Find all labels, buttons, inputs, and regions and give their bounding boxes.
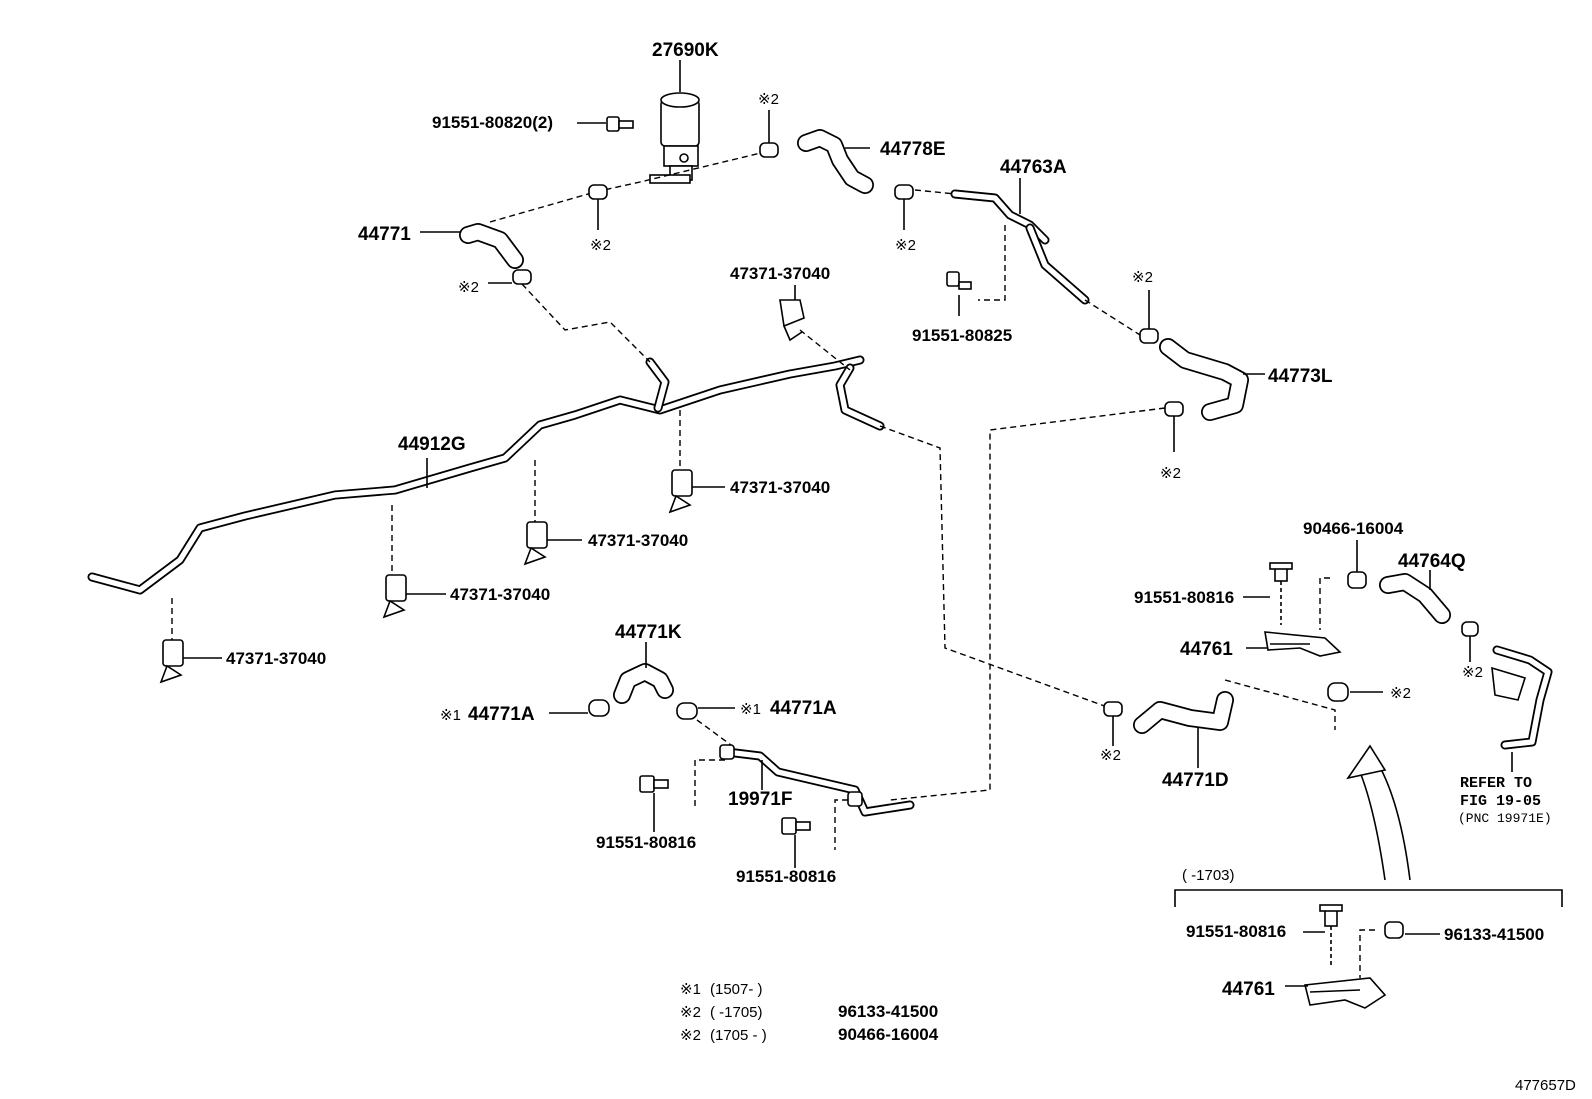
legend: ※1 (1507- ) ※2 ( -1705) 96133-41500 ※2 (…	[680, 981, 939, 1044]
bracket-44761	[1264, 562, 1342, 657]
mark-2: ※2	[895, 237, 916, 254]
label-47371-37040-c1: 47371-37040	[730, 478, 830, 497]
label-91551-80816-b: 91551-80816	[736, 867, 836, 886]
label-90466-16004: 90466-16004	[1303, 519, 1404, 538]
hose-44771D	[1133, 691, 1234, 734]
label-47371-37040-c3: 47371-37040	[450, 585, 550, 604]
hose-44771K	[613, 663, 674, 704]
label-44771A-right: 44771A	[770, 698, 837, 719]
label-47371-37040-c2: 47371-37040	[588, 531, 688, 550]
legend-mark: ※2	[680, 1004, 701, 1021]
label-91551-80816-a: 91551-80816	[596, 833, 696, 852]
bolt-91551-80820	[606, 116, 634, 132]
clamp-icon	[1103, 701, 1123, 746]
mark-2: ※2	[758, 91, 779, 108]
clamp-icon	[512, 269, 532, 285]
clamp-icon	[1461, 621, 1479, 662]
refer-line-3: (PNC 19971E)	[1458, 811, 1552, 826]
label-44771: 44771	[358, 224, 411, 245]
label-47371-37040-top: 47371-37040	[730, 264, 830, 283]
pipe-44912G	[87, 355, 885, 595]
refer-line-1: REFER TO	[1460, 775, 1532, 792]
label-91551-80820: 91551-80820(2)	[432, 113, 553, 132]
hose-44778E	[797, 129, 874, 194]
clamp-icon	[588, 184, 608, 230]
variant-box	[1174, 889, 1563, 1009]
valve-27690K	[649, 92, 700, 184]
label-47371-37040-c4: 47371-37040	[226, 649, 326, 668]
clamp-44771A-left	[588, 699, 610, 717]
legend-range: (1507- )	[710, 981, 763, 998]
legend-range: ( -1705)	[710, 1004, 763, 1021]
mark-2: ※2	[1100, 747, 1121, 764]
clamp-90466-16004	[1347, 540, 1367, 589]
clamp-icon	[1327, 682, 1349, 702]
clip-47371-37040	[779, 299, 805, 342]
label-96133-41500: 96133-41500	[1444, 925, 1544, 944]
pipe-19971E	[1491, 645, 1553, 750]
box-range: ( -1703)	[1182, 867, 1235, 884]
clip-47371-37040	[382, 574, 407, 619]
label-44912G: 44912G	[398, 434, 466, 455]
label-19971F: 19971F	[728, 789, 792, 810]
pipe-19971F	[719, 744, 915, 817]
label-44773L: 44773L	[1268, 366, 1333, 387]
bolt-91551-80816-a	[639, 775, 669, 793]
label-44763A: 44763A	[1000, 157, 1067, 178]
clamp-icon	[1139, 290, 1159, 344]
bolt-91551-80816-b	[781, 817, 811, 835]
mark-2: ※2	[458, 279, 479, 296]
hose-44773L	[1159, 338, 1249, 421]
mark-2: ※2	[1160, 465, 1181, 482]
label-44771A-left: 44771A	[468, 704, 535, 725]
clip-47371-37040	[668, 469, 693, 514]
legend-part: 90466-16004	[838, 1025, 939, 1044]
clamp-icon	[759, 110, 779, 158]
arrow-icon	[1346, 744, 1411, 881]
mark-2: ※2	[590, 237, 611, 254]
legend-range: (1705 - )	[710, 1027, 767, 1044]
bolt-91551-80825	[946, 271, 972, 290]
mark-2: ※2	[1132, 269, 1153, 286]
clamp-icon	[894, 184, 914, 230]
mark-1: ※1	[440, 707, 461, 724]
clip-47371-37040	[159, 639, 184, 684]
clip-47371-37040	[523, 521, 548, 566]
label-44778E: 44778E	[880, 139, 946, 160]
legend-part: 96133-41500	[838, 1002, 938, 1021]
legend-mark: ※2	[680, 1027, 701, 1044]
label-44761-box: 44761	[1222, 979, 1275, 1000]
mark-2: ※2	[1390, 685, 1411, 702]
hose-44764Q	[1379, 573, 1451, 624]
clamp-icon	[1164, 401, 1184, 452]
label-44771K: 44771K	[615, 622, 682, 643]
label-91551-80825: 91551-80825	[912, 326, 1012, 345]
diagram-id: 477657D	[1515, 1077, 1576, 1094]
label-44771D: 44771D	[1162, 770, 1229, 791]
hose-44771	[459, 223, 524, 269]
label-44764Q: 44764Q	[1398, 551, 1466, 572]
pipe-44763A	[950, 189, 1090, 305]
legend-mark: ※1	[680, 981, 701, 998]
clamp-44771A-right	[676, 702, 698, 720]
label-91551-80816-box: 91551-80816	[1186, 922, 1286, 941]
label-91551-80816-right: 91551-80816	[1134, 588, 1234, 607]
label-27690K: 27690K	[652, 40, 719, 61]
mark-2: ※2	[1462, 664, 1483, 681]
label-44761-right: 44761	[1180, 639, 1233, 660]
mark-1: ※1	[740, 701, 761, 718]
refer-line-2: FIG 19-05	[1460, 793, 1541, 810]
